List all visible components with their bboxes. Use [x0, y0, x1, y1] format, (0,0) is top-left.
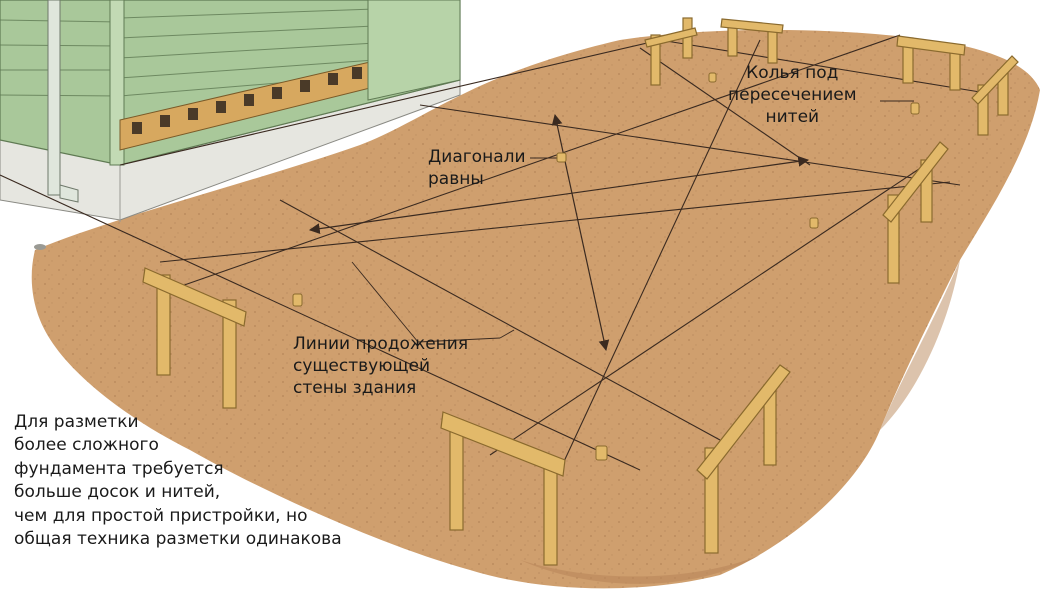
- batter-board-right-back: [971, 55, 1019, 136]
- caption-line: чем для простой пристройки, но: [14, 505, 308, 526]
- caption-text: Для разметки более сложного фундамента т…: [14, 411, 342, 551]
- stake-marker: [910, 102, 920, 115]
- stake-marker: [595, 445, 608, 461]
- batter-board-back-left: [644, 17, 698, 86]
- batter-board-front-right: [696, 364, 791, 554]
- marker-stakes: [292, 72, 920, 461]
- caption-line: фундамента требуется: [14, 458, 224, 479]
- stake-marker: [556, 152, 567, 163]
- caption-line: больше досок и нитей,: [14, 482, 221, 503]
- diagonals-label: Диагонали равны: [428, 146, 526, 190]
- caption-line: Для разметки: [14, 412, 139, 432]
- stake-marker: [708, 72, 717, 83]
- extension-lines-label-line: существующей: [293, 356, 431, 376]
- batter-board-right-middle: [882, 141, 949, 284]
- stakes-label-line: Колья под: [746, 63, 839, 83]
- batter-board-front-left: [142, 267, 247, 409]
- diagonals-label-line: Диагонали: [428, 147, 526, 167]
- extension-lines-label-line: Линии продожения: [293, 334, 469, 354]
- stake-marker: [809, 217, 819, 229]
- extension-lines-label: Линии продожения существующей стены здан…: [293, 333, 468, 399]
- stakes-label-line: пересечением: [728, 85, 857, 105]
- batter-board-back-right: [896, 35, 966, 91]
- extension-lines-label-line: стены здания: [293, 378, 417, 398]
- existing-building: [0, 0, 461, 250]
- batter-boards: [142, 17, 1019, 566]
- batter-board-back-center: [720, 18, 784, 64]
- batter-board-front-center: [440, 411, 566, 566]
- diagonals-label-line: равны: [428, 169, 484, 189]
- stakes-label: Колья под пересечением нитей: [728, 62, 857, 128]
- leader-lines: [351, 100, 914, 343]
- caption-line: более сложного: [14, 435, 159, 456]
- stake-marker: [292, 293, 303, 307]
- stakes-label-line: нитей: [765, 107, 820, 127]
- caption-line: общая техника разметки одинакова: [14, 529, 342, 550]
